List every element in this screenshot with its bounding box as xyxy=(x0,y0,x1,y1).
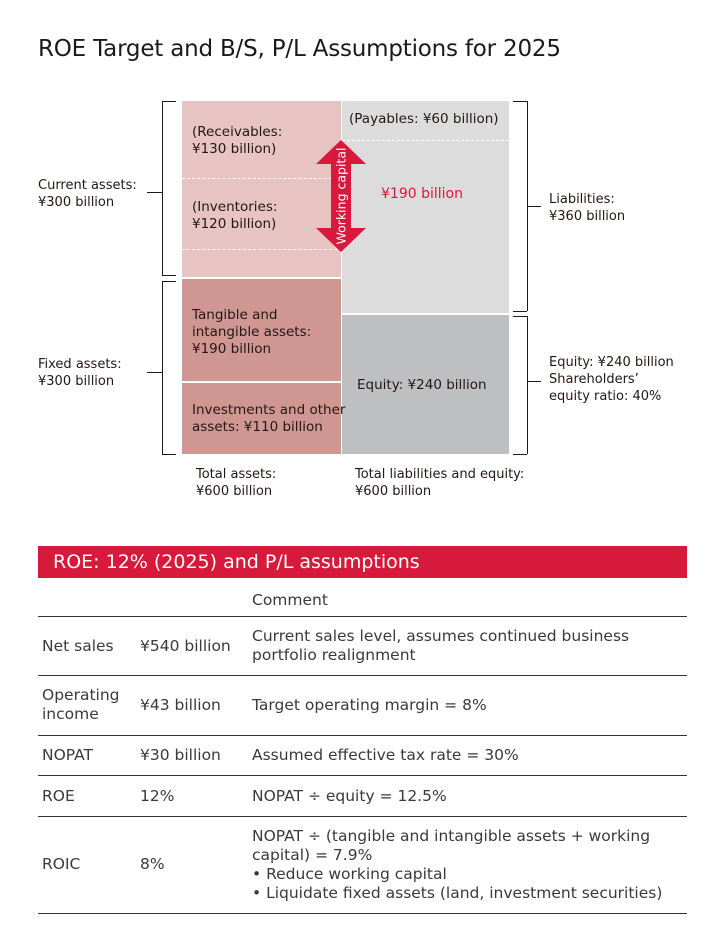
receivables-label: (Receivables:¥130 billion) xyxy=(192,124,283,157)
liabilities-label: Liabilities:¥360 billion xyxy=(549,192,626,224)
table-row: Net sales ¥540 billion Current sales lev… xyxy=(38,617,687,676)
payables-divider xyxy=(342,140,509,141)
table-row: ROE 12% NOPAT ÷ equity = 12.5% xyxy=(38,776,687,817)
row-comment: Current sales level, assumes continued b… xyxy=(252,627,630,664)
row-label: ROIC xyxy=(42,855,81,873)
working-capital-arrow xyxy=(316,140,366,252)
equity-block xyxy=(342,315,509,454)
row-comment: NOPAT ÷ equity = 12.5% xyxy=(252,787,447,805)
total-assets-label: Total assets:¥600 billion xyxy=(196,467,277,499)
working-capital-value: ¥190 billion xyxy=(381,186,463,202)
row-value: ¥30 billion xyxy=(140,746,221,764)
inventories-label: (Inventories:¥120 billion) xyxy=(192,199,278,232)
current-assets-block xyxy=(182,101,341,277)
payables-label: (Payables: ¥60 billion) xyxy=(349,111,499,127)
table-row: NOPAT ¥30 billion Assumed effective tax … xyxy=(38,736,687,776)
inventories-divider xyxy=(182,249,342,250)
current-assets-bracket xyxy=(162,101,163,275)
row-comment: Target operating margin = 8% xyxy=(252,696,487,714)
row-comment: NOPAT ÷ (tangible and intangible assets … xyxy=(252,827,663,902)
fixed-assets-label: Fixed assets:¥300 billion xyxy=(38,357,122,389)
receivables-divider xyxy=(182,178,342,179)
table-header-row: Comment xyxy=(38,580,687,617)
row-label: NOPAT xyxy=(42,746,94,764)
fixed-assets-bracket xyxy=(162,281,163,454)
total-liabilities-equity-label: Total liabilities and equity:¥600 billio… xyxy=(355,467,525,499)
page-title: ROE Target and B/S, P/L Assumptions for … xyxy=(38,36,561,62)
equity-bracket xyxy=(527,316,528,454)
row-label: Net sales xyxy=(42,637,114,655)
row-value: 8% xyxy=(140,855,165,873)
investments-block xyxy=(182,383,341,454)
row-label: ROE xyxy=(42,787,75,805)
pl-assumptions-table: Comment Net sales ¥540 billion Current s… xyxy=(38,580,687,914)
table-heading: ROE: 12% (2025) and P/L assumptions xyxy=(38,546,687,578)
working-capital-label: Working capital xyxy=(333,147,349,245)
row-value: 12% xyxy=(140,787,175,805)
liabilities-block xyxy=(342,101,509,313)
equity-box-label: Equity: ¥240 billion xyxy=(357,377,487,393)
current-assets-label: Current assets:¥300 billion xyxy=(38,178,137,210)
comment-header: Comment xyxy=(252,591,328,609)
row-value: ¥540 billion xyxy=(140,637,231,655)
row-comment: Assumed effective tax rate = 30% xyxy=(252,746,519,764)
table-row: ROIC 8% NOPAT ÷ (tangible and intangible… xyxy=(38,817,687,914)
tangible-assets-block xyxy=(182,279,341,381)
row-value: ¥43 billion xyxy=(140,696,221,714)
